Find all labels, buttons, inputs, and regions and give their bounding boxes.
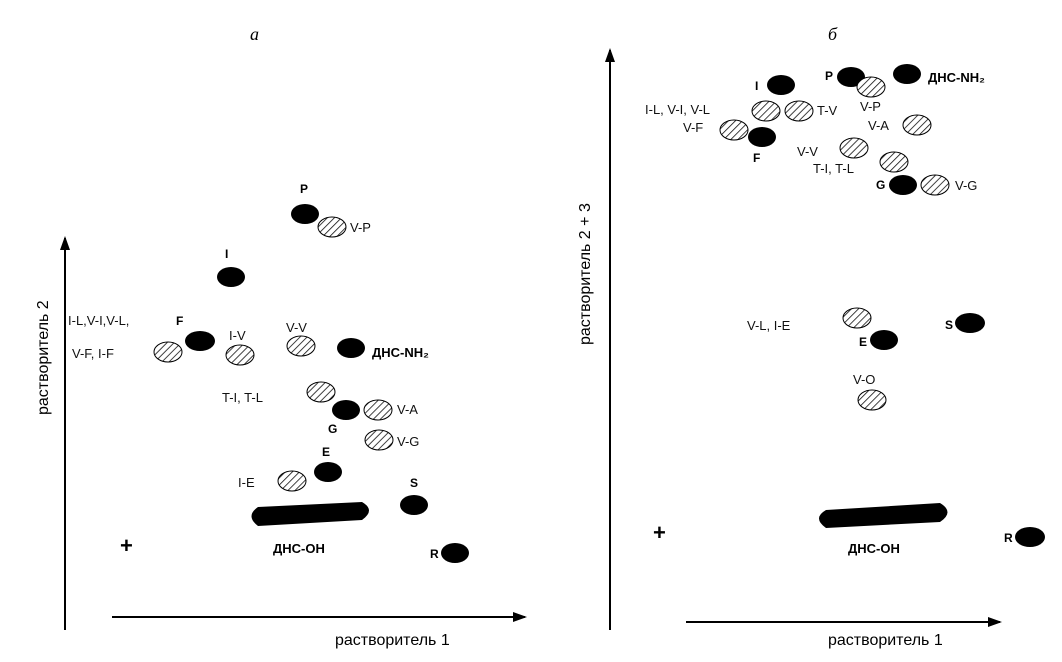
spot-v-p [317,216,347,238]
spot-b-v-g [920,174,950,196]
spot-v-a [363,399,393,421]
spot-i-label: I [225,247,228,261]
spot-dns-oh [251,502,369,526]
spot-b-v-a [902,114,932,136]
spot-i-l-v-i-v-l-label: I-L,V-I,V-L, [68,313,129,328]
spot-i-v [225,344,255,366]
spot-b-f [748,127,776,147]
spot-dns-nh2-label: ДНС-NH₂ [372,345,429,360]
spot-dns-nh2 [337,338,365,358]
spot-b-v-o-label: V-O [853,372,875,387]
panel-a-y-axis-label: растворитель 2 [35,300,52,415]
spot-b-dns-oh [819,503,948,528]
spot-f-label: F [176,314,183,328]
panel-a-origin-mark: + [120,533,133,558]
spot-v-p-label: V-P [350,220,371,235]
spot-b-r [1015,527,1045,547]
spot-b-p [837,67,865,87]
spot-b-v-l-i-e-label: V-L, I-E [747,318,791,333]
spot-b-i-label: I [755,79,758,93]
spot-b-g [889,175,917,195]
spot-e [314,462,342,482]
spot-v-v [286,335,316,357]
spot-b-v-p-label: V-P [860,99,881,114]
spot-b-v-v-label: V-V [797,144,818,159]
spot-b-e [870,330,898,350]
spot-i [217,267,245,287]
spot-b-v-p [856,76,886,98]
spot-b-s [955,313,985,333]
spot-s-label: S [410,476,418,490]
spot-b-f-label: F [753,151,760,165]
spot-b-dns-nh2 [893,64,921,84]
spot-b-v-f-label: V-F [683,120,703,135]
spot-b-g-label: G [876,178,885,192]
spot-i-v-label: I-V [229,328,246,343]
spot-g-label: G [328,422,337,436]
panel-a-title: а [250,24,259,44]
spot-b-t-i-t-l-label: T-I, T-L [813,161,854,176]
spot-v-f-i-f [153,341,183,363]
spot-b-i-l-v-i-v-l [751,100,781,122]
spot-b-t-v-label: T-V [817,103,838,118]
spot-v-f-i-f-label: V-F, I-F [72,346,114,361]
spot-f [185,331,215,351]
spot-b-v-o [857,389,887,411]
spot-v-g-label: V-G [397,434,419,449]
spot-t-i-t-l [306,381,336,403]
spot-b-i [767,75,795,95]
spot-dns-oh-label: ДНС-OH [273,541,325,556]
spot-s [400,495,428,515]
panel-a-x-axis-label: растворитель 1 [335,632,450,649]
spot-b-i-l-v-i-v-l-label: I-L, V-I, V-L [645,102,710,117]
panel-b-y-axis-label: растворитель 2 + 3 [577,203,594,345]
spot-b-v-v [839,137,869,159]
spot-b-p-label: P [825,69,833,83]
spot-g [332,400,360,420]
panel-a: а растворитель 1 растворитель 2 + P V-P … [35,24,527,649]
spot-p-label: P [300,182,308,196]
spot-b-t-i-t-l [879,151,909,173]
panel-b-x-axis-label: растворитель 1 [828,632,943,649]
spot-e-label: E [322,445,330,459]
panel-b: б растворитель 1 растворитель 2 + 3 + I … [577,24,1045,649]
panel-b-title: б [828,24,838,44]
spot-b-v-a-label: V-A [868,118,889,133]
spot-b-dns-oh-label: ДНС-OH [848,541,900,556]
spot-r [441,543,469,563]
spot-b-dns-nh2-label: ДНС-NH₂ [928,70,985,85]
spot-b-t-v [784,100,814,122]
spot-i-e [277,470,307,492]
panel-b-origin-mark: + [653,520,666,545]
spot-v-g [364,429,394,451]
spot-b-v-g-label: V-G [955,178,977,193]
spot-r-label: R [430,547,439,561]
spot-i-e-label: I-E [238,475,255,490]
spot-p [291,204,319,224]
spot-b-s-label: S [945,318,953,332]
spot-t-i-t-l-label: T-I, T-L [222,390,263,405]
spot-v-a-label: V-A [397,402,418,417]
spot-v-v-label: V-V [286,320,307,335]
spot-b-v-l-i-e [842,307,872,329]
spot-b-e-label: E [859,335,867,349]
spot-b-v-f [719,119,749,141]
spot-b-r-label: R [1004,531,1013,545]
